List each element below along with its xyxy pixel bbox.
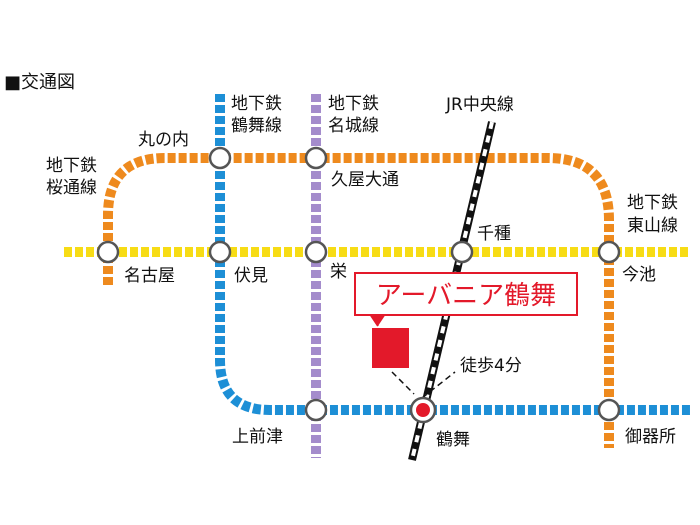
tsurumai-line-label-2: 鶴舞線 <box>231 116 282 136</box>
jr-line-label: JR中央線 <box>446 95 514 115</box>
destination-marker <box>372 328 409 368</box>
station-imaike-label: 今池 <box>622 265 656 285</box>
station-kamimaezu-label: 上前津 <box>232 427 283 447</box>
station-gokiso-marker <box>597 398 621 422</box>
tsurumai-line <box>215 94 690 415</box>
station-nagoya-marker <box>96 240 120 264</box>
station-sakae-marker <box>304 240 328 264</box>
station-chikusa-marker <box>450 240 474 264</box>
station-fushimi-label: 伏見 <box>234 266 268 286</box>
destination-pointer <box>370 314 386 326</box>
station-sakae-label: 栄 <box>330 262 347 282</box>
meijo-line-label-1: 地下鉄 <box>328 94 379 114</box>
station-kamimaezu-marker <box>304 398 328 422</box>
station-chikusa-label: 千種 <box>477 224 511 244</box>
tsurumai-line-label-1: 地下鉄 <box>231 94 282 114</box>
station-nagoya-label: 名古屋 <box>124 266 175 286</box>
higashiyama-line-label-1: 地下鉄 <box>627 193 678 213</box>
walk-route <box>391 371 456 399</box>
station-tsurumai-label: 鶴舞 <box>436 430 470 450</box>
walk-time-label: 徒歩4分 <box>460 356 522 376</box>
station-marunouchi-marker <box>208 146 232 170</box>
higashiyama-line-label-2: 東山線 <box>627 216 678 236</box>
station-tsurumai-highlight <box>416 403 430 417</box>
station-imaike-marker <box>597 240 621 264</box>
station-hisaya-odori-label: 久屋大通 <box>331 170 399 190</box>
station-hisaya-odori-marker <box>304 146 328 170</box>
station-gokiso-label: 御器所 <box>625 427 676 447</box>
sakuradori-line-label-1: 地下鉄 <box>46 156 97 176</box>
station-marunouchi-label: 丸の内 <box>138 130 189 150</box>
station-fushimi-marker <box>208 240 232 264</box>
destination-label-box: アーバニア鶴舞 <box>354 272 578 316</box>
sakuradori-line <box>103 153 614 448</box>
map-title: ■交通図 <box>4 72 76 93</box>
sakuradori-line-label-2: 桜通線 <box>46 178 97 198</box>
meijo-line-label-2: 名城線 <box>328 116 379 136</box>
